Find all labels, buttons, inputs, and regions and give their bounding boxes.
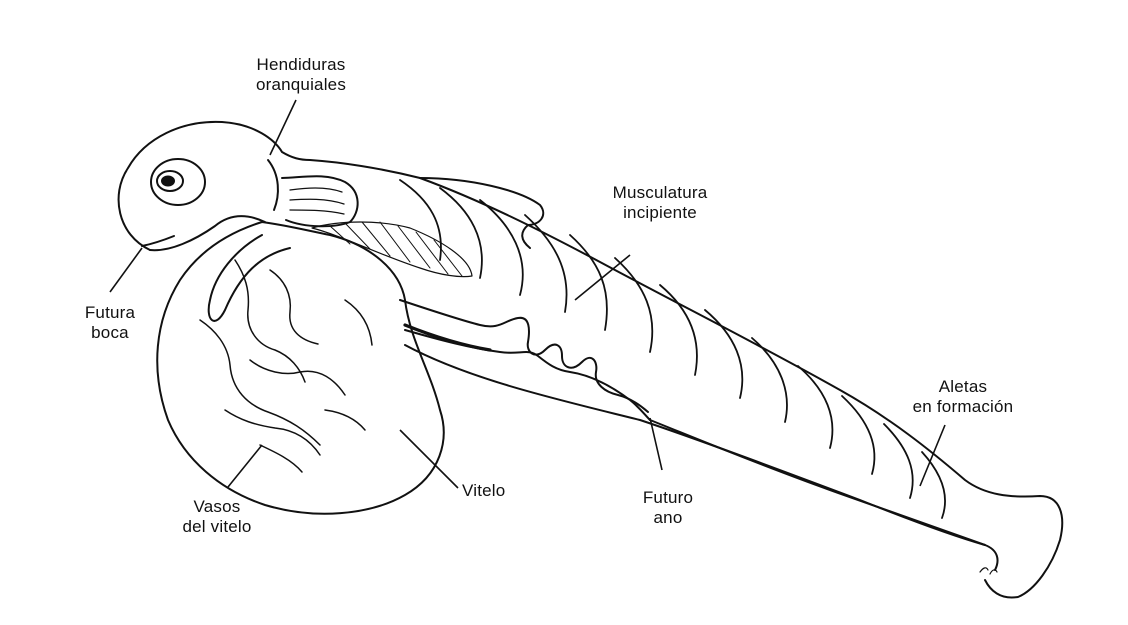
- label-musculatura: Musculatura incipiente: [590, 183, 730, 223]
- label-ano-line1: Futuro: [618, 488, 718, 508]
- label-ano-line2: ano: [618, 508, 718, 528]
- leader-musculatura: [575, 255, 630, 300]
- leader-vitelo: [400, 430, 458, 488]
- label-boca-line2: boca: [60, 323, 160, 343]
- leader-aletas: [920, 425, 945, 486]
- gill-arch-2: [282, 176, 358, 226]
- label-vasos: Vasos del vitelo: [152, 497, 282, 537]
- gill-arch-1: [268, 160, 278, 210]
- eye-outer: [151, 159, 205, 205]
- label-aletas-line1: Aletas: [888, 377, 1038, 397]
- label-vasos-line1: Vasos: [152, 497, 282, 517]
- mouth-line: [142, 236, 174, 246]
- label-boca-line1: Futura: [60, 303, 160, 323]
- label-vasos-line2: del vitelo: [152, 517, 282, 537]
- label-hendiduras-line2: oranquiales: [236, 75, 366, 95]
- hatched-region: [312, 222, 472, 277]
- gill-lines: [290, 188, 344, 214]
- tail-ray-mark: [980, 568, 997, 574]
- yolk-vessels: [200, 260, 372, 472]
- label-musculatura-line1: Musculatura: [590, 183, 730, 203]
- eye-pupil: [162, 177, 174, 186]
- head-outline: [119, 122, 420, 250]
- label-aletas: Aletas en formación: [888, 377, 1038, 417]
- gut-tube: [400, 300, 648, 412]
- label-hendiduras-line1: Hendiduras: [236, 55, 366, 75]
- leader-lines: [110, 100, 945, 488]
- label-musculatura-line2: incipiente: [590, 203, 730, 223]
- leader-vasos: [228, 445, 262, 487]
- label-hendiduras: Hendiduras oranquiales: [236, 55, 366, 95]
- label-aletas-line2: en formación: [888, 397, 1038, 417]
- label-vitelo: Vitelo: [462, 481, 542, 501]
- label-boca: Futura boca: [60, 303, 160, 343]
- hatch-lines: [330, 222, 462, 276]
- label-ano: Futuro ano: [618, 488, 718, 528]
- label-vitelo-line1: Vitelo: [462, 481, 542, 501]
- dorsal-fin-fold: [420, 178, 543, 248]
- leader-boca: [110, 248, 142, 292]
- leader-hendiduras: [270, 100, 296, 155]
- yolk-inner-fold: [209, 235, 290, 321]
